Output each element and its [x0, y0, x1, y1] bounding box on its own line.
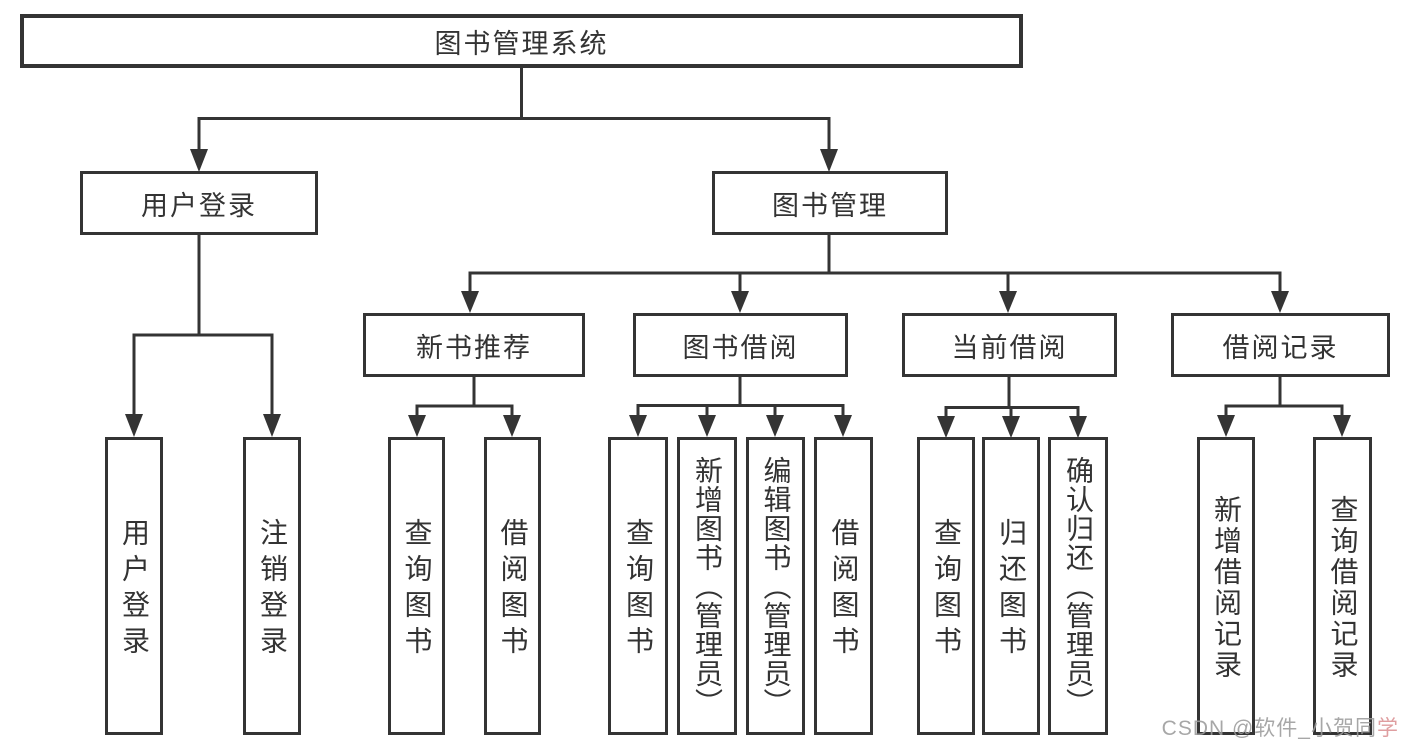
node-borrow-books-1: 借阅图书: [484, 437, 541, 735]
watermark-text: CSDN @软件_小贺同: [1161, 717, 1377, 740]
node-label: 图书管理系统: [434, 28, 609, 59]
node-query-books-2: 查询图书: [608, 437, 668, 735]
node-confirm-return-admin: 确认归还（管理员）: [1048, 437, 1108, 735]
node-label: 图书管理: [772, 190, 888, 221]
node-label: 查询图书: [623, 518, 654, 662]
node-label: 确认归还（管理员）: [1063, 456, 1094, 717]
node-label: 用户登录: [119, 518, 150, 662]
node-label: 用户登录: [141, 190, 257, 221]
node-add-borrow-record: 新增借阅记录: [1197, 437, 1255, 735]
node-label: 查询图书: [401, 518, 433, 662]
arrowheads: [125, 149, 1351, 438]
node-add-book-admin: 新增图书（管理员）: [677, 437, 737, 735]
node-user-login: 用户登录: [80, 171, 318, 235]
csdn-watermark: CSDN @软件_小贺同学: [1162, 712, 1399, 742]
connector-root-to-level2: [197, 68, 831, 152]
node-query-books-1: 查询图书: [388, 437, 445, 735]
node-borrow-books-2: 借阅图书: [814, 437, 873, 735]
connector-current-to-leaves: [944, 377, 1080, 419]
node-logout: 注销登录: [243, 437, 301, 735]
node-book-borrowing: 图书借阅: [633, 313, 848, 377]
node-label: 当前借阅: [951, 332, 1068, 363]
watermark-accent: 学: [1377, 717, 1399, 740]
node-edit-book-admin: 编辑图书（管理员）: [746, 437, 805, 735]
connector-mgmt-to-level3: [468, 235, 1282, 294]
connector-records-to-leaves: [1224, 377, 1344, 418]
node-user-login-leaf: 用户登录: [105, 437, 163, 735]
node-label: 归还图书: [996, 518, 1027, 662]
node-book-management: 图书管理: [712, 171, 948, 235]
node-label: 查询借阅记录: [1327, 494, 1359, 681]
connector-newbook-to-leaves: [415, 377, 514, 418]
node-label: 注销登录: [257, 518, 288, 662]
node-label: 借阅图书: [828, 518, 860, 662]
node-label: 借阅记录: [1222, 332, 1339, 363]
connector-login-to-leaves: [132, 235, 274, 418]
node-label: 新增图书（管理员）: [692, 456, 723, 717]
node-borrowing-records: 借阅记录: [1171, 313, 1390, 377]
node-current-borrowing: 当前借阅: [902, 313, 1117, 377]
node-library-management-system: 图书管理系统: [20, 14, 1023, 68]
node-label: 新书推荐: [416, 332, 532, 363]
node-label: 借阅图书: [497, 518, 529, 662]
node-label: 新增借阅记录: [1211, 494, 1242, 681]
node-label: 编辑图书（管理员）: [760, 456, 792, 717]
node-label: 查询图书: [931, 518, 962, 662]
node-query-books-3: 查询图书: [917, 437, 975, 735]
connector-borrow-to-leaves: [636, 377, 845, 418]
node-query-borrow-record: 查询借阅记录: [1313, 437, 1372, 735]
node-return-book: 归还图书: [982, 437, 1040, 735]
node-label: 图书借阅: [682, 332, 799, 363]
node-new-book-recommendation: 新书推荐: [363, 313, 585, 377]
